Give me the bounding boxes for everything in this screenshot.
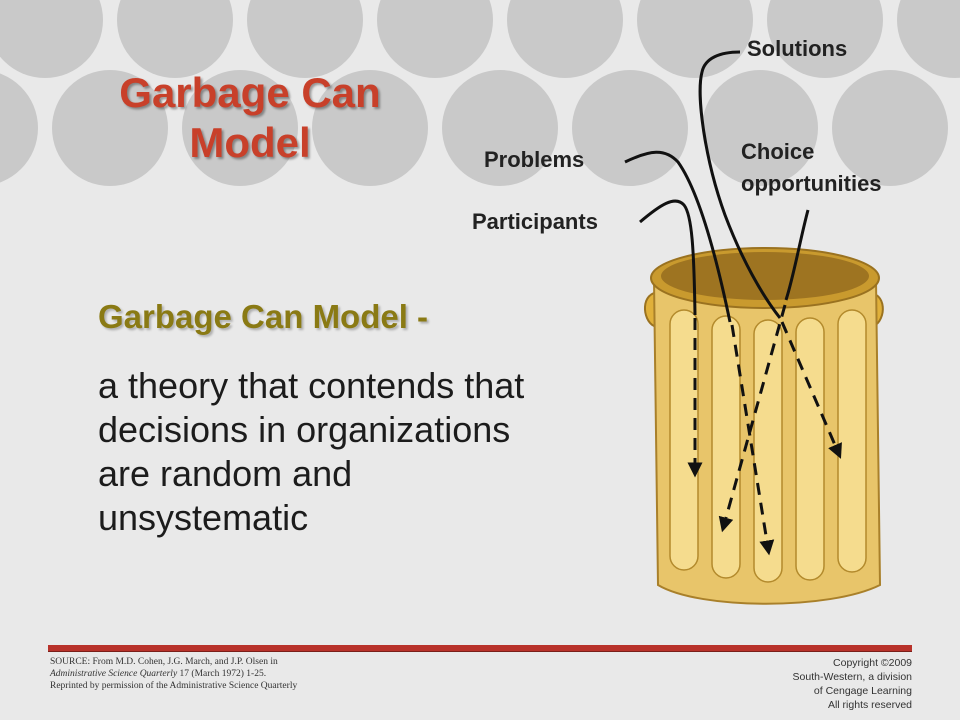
definition-text: a theory that contends that decisions in… <box>98 365 525 538</box>
problems-label: Problems <box>484 147 585 172</box>
solutions-label: Solutions <box>747 36 848 61</box>
can-opening <box>661 252 869 300</box>
garbage-can-illustration <box>644 247 884 605</box>
footer-divider <box>48 645 912 652</box>
copyright-line: All rights reserved <box>827 699 912 711</box>
source-issue: 17 (March 1972) 1-25. <box>177 669 267 679</box>
source-line-2: Administrative Science Quarterly 17 (Mar… <box>50 668 380 680</box>
choice-label-line-1: Choice <box>741 139 815 164</box>
title-line-1: Garbage Can <box>119 69 381 116</box>
can-rib <box>837 309 867 573</box>
choice-opportunities-label: Choice opportunities <box>741 136 882 200</box>
participants-label: Participants <box>472 209 598 234</box>
source-journal: Administrative Science Quarterly <box>50 669 178 679</box>
source-line-3: Reprinted by permission of the Administr… <box>50 681 298 691</box>
can-rib <box>795 317 825 581</box>
copyright-line: South-Western, a division <box>792 671 912 683</box>
can-rib <box>753 319 783 583</box>
can-rib <box>711 315 741 579</box>
choice-label-line-2: opportunities <box>741 171 882 196</box>
copyright-notice: Copyright ©2009 South-Western, a divisio… <box>712 656 912 712</box>
can-rib <box>669 309 699 571</box>
source-citation: SOURCE: From M.D. Cohen, J.G. March, and… <box>50 656 380 692</box>
title-line-2: Model <box>189 119 311 166</box>
copyright-line: Copyright ©2009 <box>833 657 912 669</box>
copyright-line: of Cengage Learning <box>813 685 912 697</box>
term-heading: Garbage Can Model - <box>98 298 429 335</box>
source-line-1: SOURCE: From M.D. Cohen, J.G. March, and… <box>50 657 278 667</box>
page-title: Garbage Can Model <box>90 68 410 168</box>
